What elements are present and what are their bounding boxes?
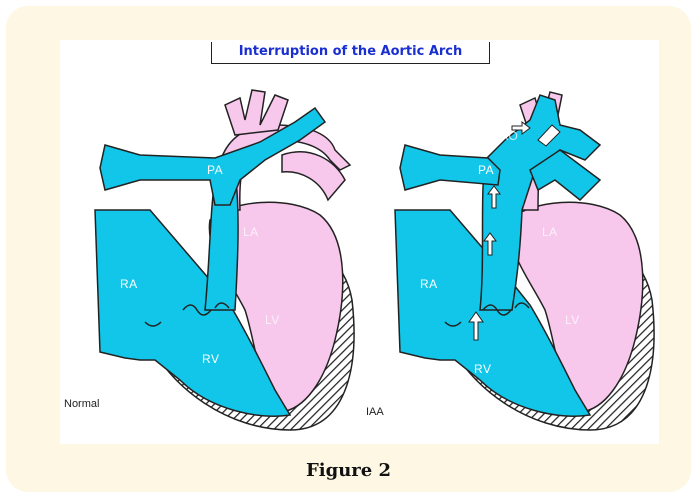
normal-label-la: LA [243,225,259,239]
iaa-caption: IAA [366,406,384,418]
figure-card: AO PA LA RA LV RV [6,6,691,492]
normal-label-ao: AO [200,122,218,136]
normal-caption: Normal [64,398,99,410]
iaa-heart: AO PA LA RA LV RV [395,92,654,430]
normal-label-rv: RV [202,352,219,366]
normal-label-ra: RA [120,277,138,291]
iaa-label-ao: AO [500,129,518,143]
figure-panel: AO PA LA RA LV RV [60,40,659,444]
iaa-label-lv: LV [565,313,580,327]
normal-label-lv: LV [265,313,280,327]
iaa-label-la: LA [542,225,558,239]
normal-head-vessels [225,90,288,135]
figure-caption: Figure 2 [0,460,697,481]
iaa-label-rv: RV [474,362,491,376]
heart-diagrams: AO PA LA RA LV RV [60,40,659,444]
iaa-label-pa: PA [478,163,494,177]
normal-heart: AO PA LA RA LV RV [95,90,354,430]
iaa-label-ra: RA [420,277,438,291]
normal-label-pa: PA [207,163,223,177]
diagram-title: Interruption of the Aortic Arch [211,42,490,64]
